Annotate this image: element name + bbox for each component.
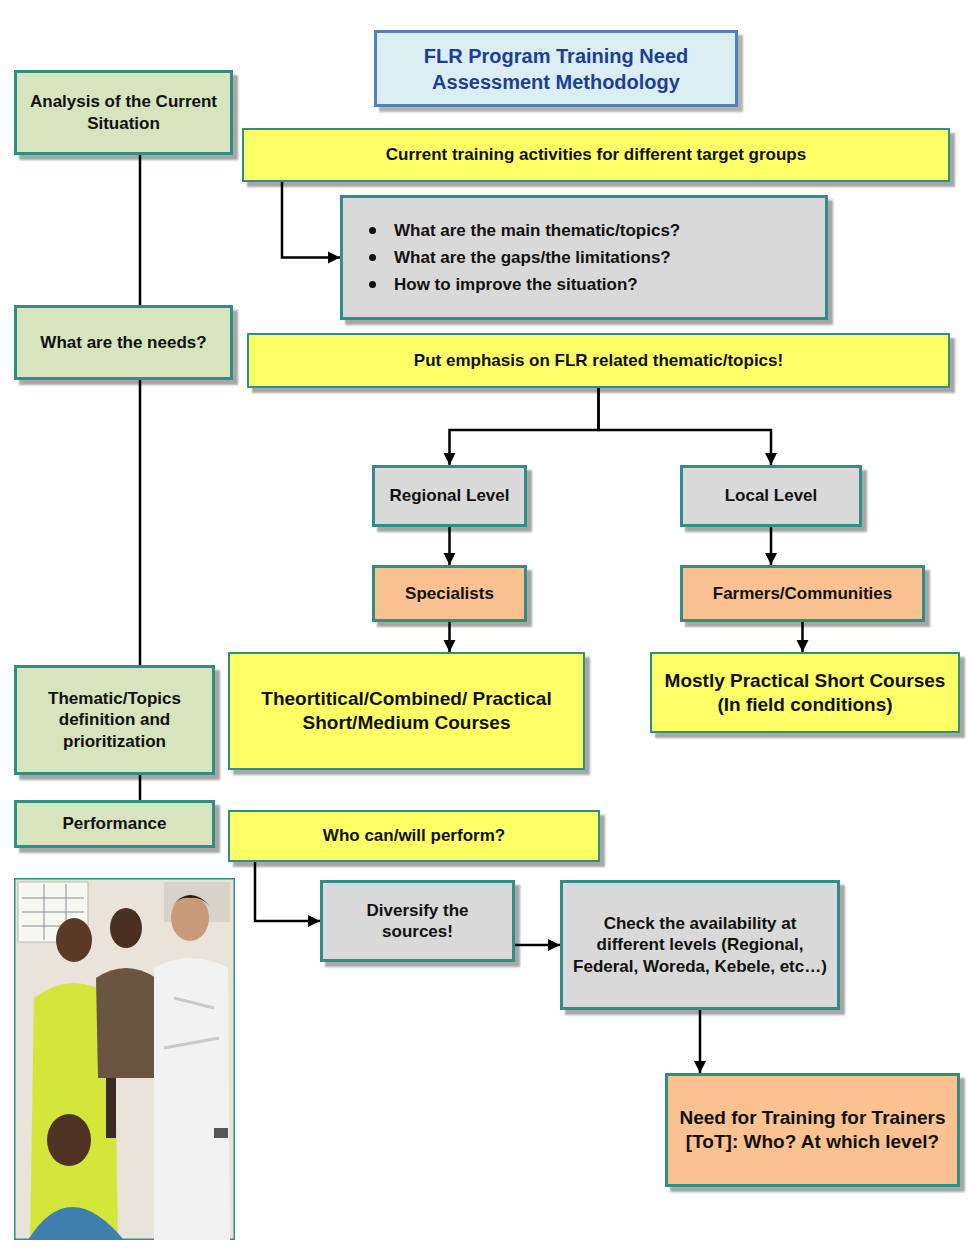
box-label: Specialists: [405, 583, 494, 604]
connector: [448, 622, 451, 652]
box-label: Local Level: [725, 485, 818, 506]
connector: [599, 388, 772, 465]
connector: [450, 388, 599, 465]
activity-bar: Who can/will perform?: [228, 810, 600, 862]
connector: [770, 527, 773, 565]
box-label: Current training activities for differen…: [386, 144, 806, 165]
course-box: Theortitical/Combined/ Practical Short/M…: [228, 652, 585, 770]
action-box: Diversify the sources!: [320, 880, 515, 962]
connector: [699, 1010, 702, 1073]
connector: [801, 622, 804, 652]
list-row: What are the gaps/the limitations?: [369, 247, 671, 268]
action-box: Check the availability at different leve…: [560, 880, 840, 1010]
list-item: What are the gaps/the limitations?: [394, 247, 671, 268]
level-box: Local Level: [680, 465, 862, 527]
level-box: Regional Level: [372, 465, 527, 527]
list-row: How to improve the situation?: [369, 274, 638, 295]
connector: [139, 380, 142, 665]
title-text: FLR Program Training Need Assessment Met…: [389, 43, 723, 95]
connector: [515, 944, 560, 947]
box-label: Diversify the sources!: [333, 900, 502, 943]
course-box: Mostly Practical Short Courses (In field…: [650, 652, 960, 733]
box-label: What are the needs?: [40, 332, 206, 353]
team-photo: [14, 878, 235, 1240]
box-label: Performance: [63, 813, 167, 834]
list-item: How to improve the situation?: [394, 274, 638, 295]
title-box: FLR Program Training Need Assessment Met…: [374, 30, 738, 107]
bullet: [369, 227, 376, 234]
connector: [139, 155, 142, 305]
activity-bar: Put emphasis on FLR related thematic/top…: [247, 333, 950, 388]
target-group-box: Farmers/Communities: [680, 565, 925, 622]
connector: [139, 775, 142, 800]
box-label: Theortitical/Combined/ Practical Short/M…: [240, 687, 573, 735]
box-label: Check the availability at different leve…: [573, 913, 827, 977]
connector: [282, 182, 340, 258]
box-label: Need for Training for Trainers [ToT]: Wh…: [678, 1106, 947, 1154]
list-item: What are the main thematic/topics?: [394, 220, 680, 241]
connector: [448, 527, 451, 565]
step-box: Thematic/Topics definition and prioritiz…: [14, 665, 215, 775]
box-label: Regional Level: [390, 485, 510, 506]
box-label: Put emphasis on FLR related thematic/top…: [414, 350, 783, 371]
bullet: [369, 281, 376, 288]
box-label: Mostly Practical Short Courses (In field…: [662, 669, 948, 717]
box-label: Who can/will perform?: [323, 825, 505, 846]
box-label: Thematic/Topics definition and prioritiz…: [27, 688, 202, 752]
target-group-box: Specialists: [372, 565, 527, 622]
box-label: Analysis of the Current Situation: [27, 91, 220, 134]
box-label: Farmers/Communities: [713, 583, 893, 604]
tot-box: Need for Training for Trainers [ToT]: Wh…: [665, 1073, 960, 1187]
question-list: What are the main thematic/topics? What a…: [340, 195, 828, 320]
activity-bar: Current training activities for differen…: [242, 128, 950, 182]
step-box: Analysis of the Current Situation: [14, 70, 233, 155]
connector: [255, 862, 320, 921]
list-row: What are the main thematic/topics?: [369, 220, 680, 241]
bullet: [369, 254, 376, 261]
step-box: What are the needs?: [14, 305, 233, 380]
step-box: Performance: [14, 800, 215, 848]
